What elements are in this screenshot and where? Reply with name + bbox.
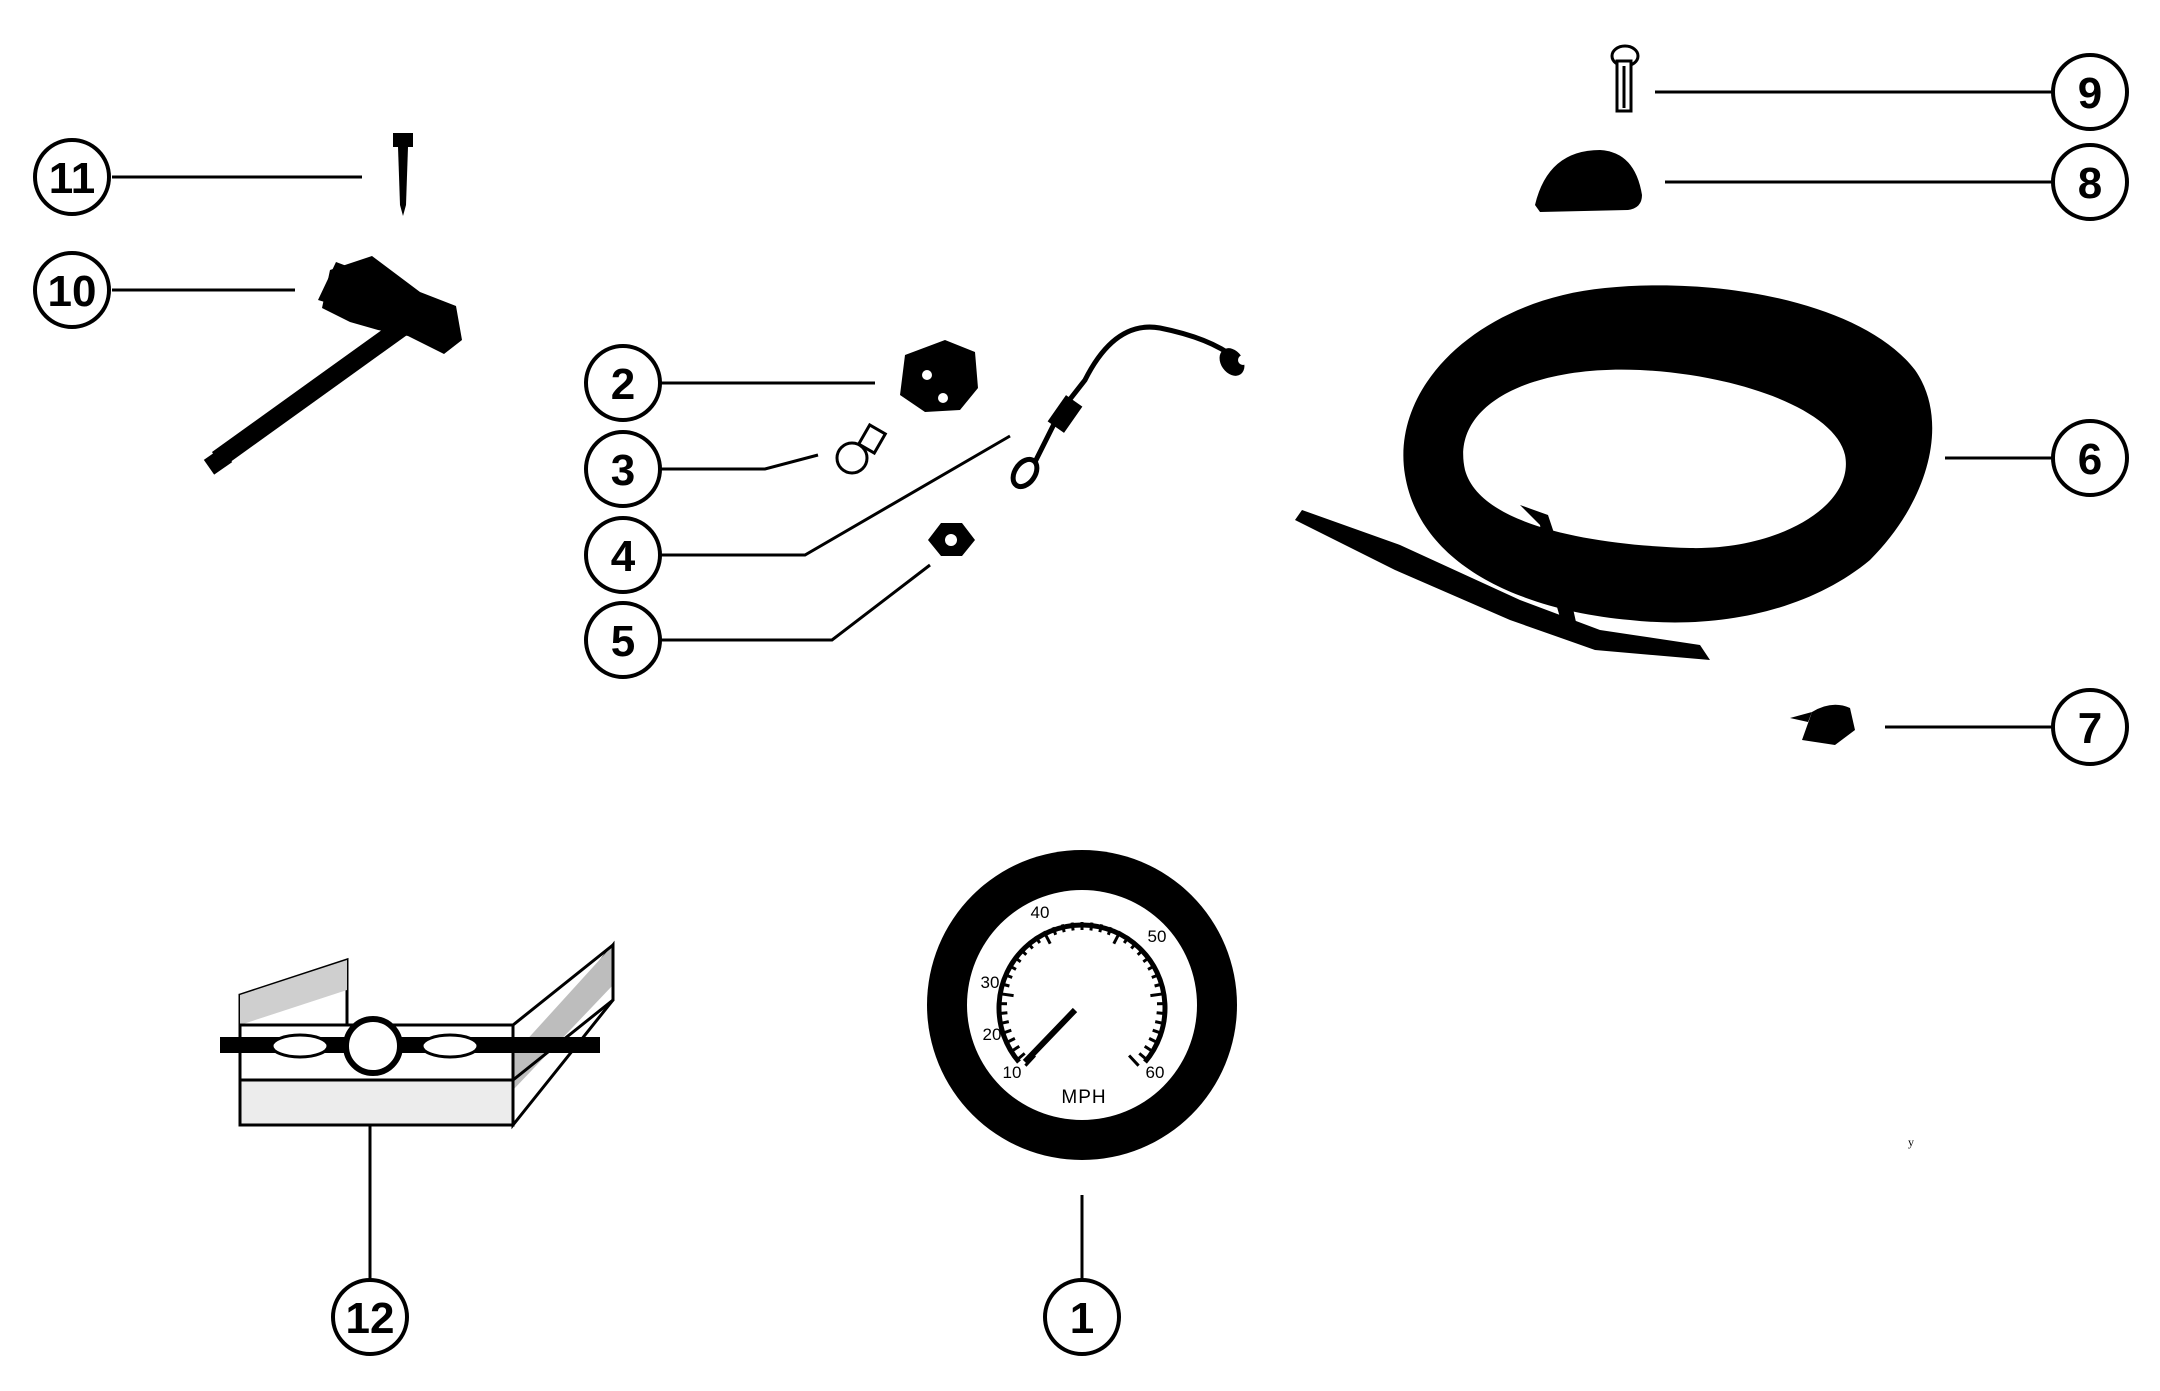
svg-text:4: 4 [611,532,636,581]
callout-11: 11 [33,138,111,216]
leader-3 [660,453,819,471]
pitot-pickup-part-10 [203,256,462,475]
gauge-tick [1060,924,1066,933]
gauge-tick [1000,1020,1010,1025]
bulb-part-3 [835,422,888,475]
callout-6: 6 [2051,419,2129,497]
gauge-label-60: 60 [1146,1063,1165,1082]
callout-9: 9 [2051,53,2129,131]
svg-text:5: 5 [611,617,635,666]
gauge-tick [1070,922,1075,931]
gauge-tick [1051,926,1058,936]
gauge-tick [1136,948,1145,956]
callout-3: 3 [584,430,662,508]
gauge-tick [1011,1044,1021,1052]
speedometer-part-1: 10 20 30 40 50 60 MPH [927,850,1237,1160]
gauge-tick [1152,1028,1161,1035]
gauge-label-50: 50 [1148,927,1167,946]
gauge-tick [1019,948,1028,956]
gauge-tick [1148,1037,1157,1044]
gauge-tick [999,992,1014,998]
gauge-tick [1138,1052,1147,1060]
gauge-tick [1007,1037,1016,1044]
callouts: 11 10 2 3 4 5 9 8 [33,53,2129,1356]
clip-part-7 [1790,704,1855,745]
gauge-label-30: 30 [981,973,1000,992]
leader-5 [660,563,931,642]
svg-text:3: 3 [611,446,635,495]
callout-2: 2 [584,344,662,422]
gauge-tick [1154,1020,1164,1025]
gauge-tick [1151,973,1160,979]
leader-4 [660,434,1011,557]
gauge-tick [1106,926,1113,936]
callout-10: 10 [33,251,111,329]
gauge-label-10: 10 [1003,1063,1022,1082]
gauge-label-40: 40 [1031,903,1050,922]
gauge-tick [999,1011,1008,1015]
gauge-tick [1089,922,1094,931]
lamp-socket-part-2 [900,340,978,412]
gauge-tick [1130,941,1138,950]
gauge-tick [1156,1011,1165,1015]
gauge-tick [1013,955,1022,964]
gauge-tick [1142,955,1151,964]
mounting-bracket-part-12 [220,940,615,1130]
gauge-tick [1128,1054,1140,1067]
svg-text:9: 9 [2078,69,2102,118]
gauge-tick [1034,935,1042,944]
gauge-tick [1143,1044,1153,1052]
gauge-tick [1122,935,1130,944]
gauge-tick [1003,1028,1012,1035]
svg-text:8: 8 [2078,159,2102,208]
grommet-part-8 [1535,150,1642,212]
callout-12: 12 [331,1278,409,1356]
gauge-needle [1022,1007,1078,1065]
gauge-tick [1112,930,1122,945]
ground-wire-part-4 [1010,324,1248,490]
callout-1: 1 [1043,1278,1121,1356]
gauge-tick [1154,982,1163,988]
svg-text:6: 6 [2078,435,2102,484]
gauge-tick [1150,992,1165,998]
callout-7: 7 [2051,688,2129,766]
svg-text:2: 2 [611,360,635,409]
gauge-tick [1001,982,1010,988]
gauge-tick [1008,964,1017,971]
gauge-tick [1098,924,1104,933]
svg-text:7: 7 [2078,704,2102,753]
svg-text:10: 10 [48,267,97,316]
gauge-tick [1017,1052,1026,1060]
nut-part-5 [928,523,975,556]
svg-text:11: 11 [49,154,96,203]
stray-mark: y [1908,1135,1914,1149]
screw-part-11 [393,133,413,216]
hose-coil-part-6 [1295,285,1933,660]
gauge-ticks [998,922,1166,1067]
gauge-tick [1026,941,1034,950]
gauge-tick [1004,973,1013,979]
svg-text:1: 1 [1070,1294,1094,1343]
gauge-tick [1042,930,1052,945]
callout-4: 4 [584,516,662,594]
callout-5: 5 [584,601,662,679]
leader-lines [112,90,2052,1280]
gauge-tick [1147,964,1156,971]
gauge-unit-label: MPH [1061,1087,1106,1108]
callout-8: 8 [2051,143,2129,221]
gauge-label-20: 20 [983,1025,1002,1044]
svg-text:12: 12 [346,1294,395,1343]
bolt-part-9 [1610,44,1640,113]
